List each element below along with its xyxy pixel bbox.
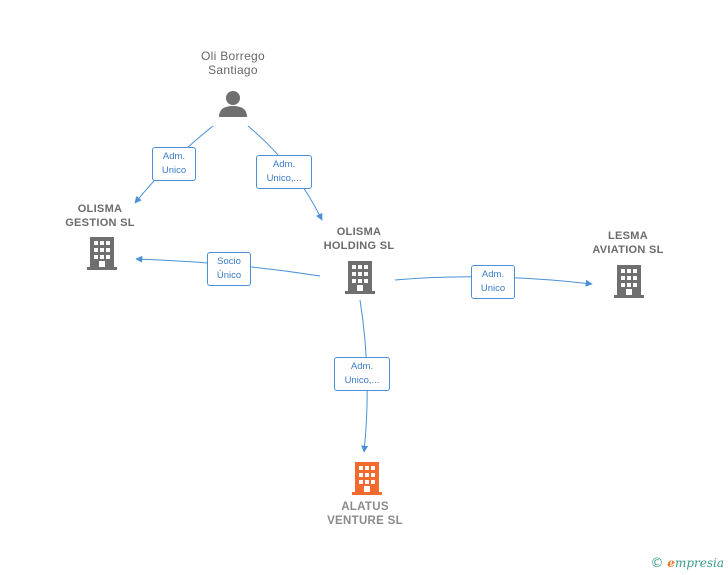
brand-logo-text: mpresia bbox=[674, 556, 724, 570]
edge-label-person-to-gestion: Adm. Unico bbox=[152, 147, 196, 181]
edge-label-line1: Adm. bbox=[272, 159, 296, 170]
edge-label-line2: Unico,... bbox=[344, 375, 380, 386]
edge-label-person-to-holding: Adm. Unico,... bbox=[256, 155, 312, 189]
copyright-symbol: © bbox=[650, 556, 664, 571]
edge-label-holding-to-gestion: Socio Único bbox=[207, 252, 251, 286]
edge-label-line2: Unico bbox=[480, 283, 506, 294]
node-label-olisma-gestion[interactable]: OLISMA GESTION SL bbox=[65, 203, 135, 229]
edge-label-line1: Adm. bbox=[481, 269, 505, 280]
person-icon[interactable] bbox=[219, 91, 247, 117]
edge-label-line1: Adm. bbox=[350, 361, 374, 372]
edge-label-holding-to-lesma: Adm. Unico bbox=[471, 265, 515, 299]
brand-logo-e: e bbox=[667, 556, 675, 570]
brand-footer: © empresia bbox=[650, 556, 724, 571]
building-icon-alatus-venture[interactable] bbox=[352, 462, 382, 495]
edge-label-line2: Unico bbox=[161, 165, 187, 176]
building-icon-olisma-gestion[interactable] bbox=[87, 237, 117, 270]
edge-label-line2: Único bbox=[216, 270, 242, 281]
node-label-olisma-holding[interactable]: OLISMA HOLDING SL bbox=[323, 226, 395, 252]
building-icon-olisma-holding[interactable] bbox=[345, 261, 375, 294]
node-label-person[interactable]: Oli Borrego Santiago bbox=[201, 49, 265, 77]
edge-label-line1: Socio bbox=[217, 256, 241, 267]
building-icon-lesma-aviation[interactable] bbox=[614, 265, 644, 298]
edge-label-line1: Adm. bbox=[162, 151, 186, 162]
edge-label-line2: Unico,... bbox=[266, 173, 302, 184]
node-label-lesma-aviation[interactable]: LESMA AVIATION SL bbox=[592, 230, 664, 256]
edge-label-holding-to-alatus: Adm. Unico,... bbox=[334, 357, 390, 391]
node-label-alatus-venture[interactable]: ALATUS VENTURE SL bbox=[327, 501, 403, 527]
